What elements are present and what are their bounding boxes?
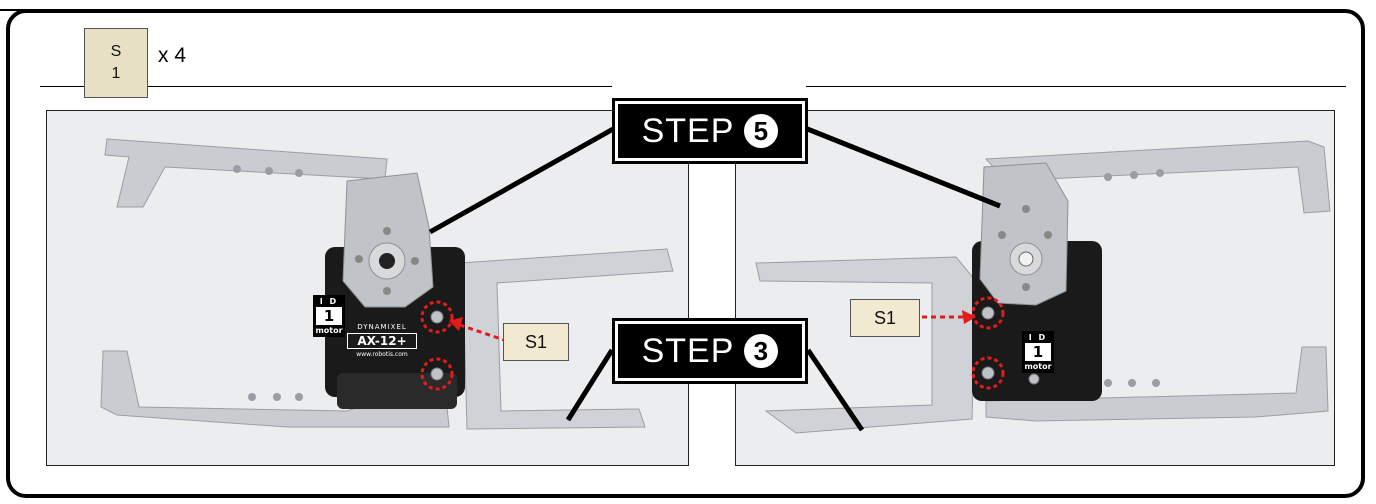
highlight-circle	[420, 357, 454, 391]
servo-label: DYNAMIXEL AX-12+ www.robotis.com	[347, 323, 417, 358]
id-tag: I D 1 motor	[1022, 331, 1054, 373]
part-label: S	[110, 43, 122, 60]
divider-right	[806, 86, 1346, 87]
servo-url: www.robotis.com	[356, 351, 408, 358]
id-tag-head: I D	[319, 297, 339, 306]
id-tag-foot: motor	[1024, 362, 1052, 371]
step-badge-3: STEP 3	[612, 318, 808, 384]
callout-s1-right: S1	[850, 299, 920, 337]
step-label: STEP	[641, 331, 735, 370]
id-tag: I D 1 motor	[313, 295, 345, 337]
instruction-frame	[6, 9, 1365, 498]
part-box-s1: S 1	[84, 28, 148, 98]
step-badge-5: STEP 5	[612, 98, 808, 164]
assembly-illustration-right	[755, 140, 1331, 434]
highlight-circle	[420, 300, 454, 334]
highlight-circle	[971, 356, 1005, 390]
assembly-photo-left: I D 1 motor DYNAMIXEL AX-12+ www.robotis…	[46, 110, 689, 466]
servo-model: AX-12+	[347, 333, 417, 349]
divider-left	[40, 86, 86, 87]
part-number: 1	[111, 65, 121, 82]
id-tag-foot: motor	[315, 326, 343, 335]
callout-s1-left: S1	[503, 323, 569, 361]
assembly-photo-right: I D 1 motor S1	[735, 110, 1335, 466]
step-number-5: 5	[744, 114, 779, 148]
step-label: STEP	[641, 111, 735, 150]
id-tag-number: 1	[316, 307, 342, 325]
id-tag-head: I D	[1028, 333, 1048, 342]
id-tag-number: 1	[1025, 343, 1051, 361]
highlight-circle	[971, 296, 1005, 330]
servo-brand: DYNAMIXEL	[357, 323, 407, 331]
assembly-illustration-left	[100, 138, 674, 430]
part-quantity: x 4	[158, 44, 187, 67]
divider-middle	[148, 86, 612, 87]
step-number-3: 3	[744, 334, 779, 368]
